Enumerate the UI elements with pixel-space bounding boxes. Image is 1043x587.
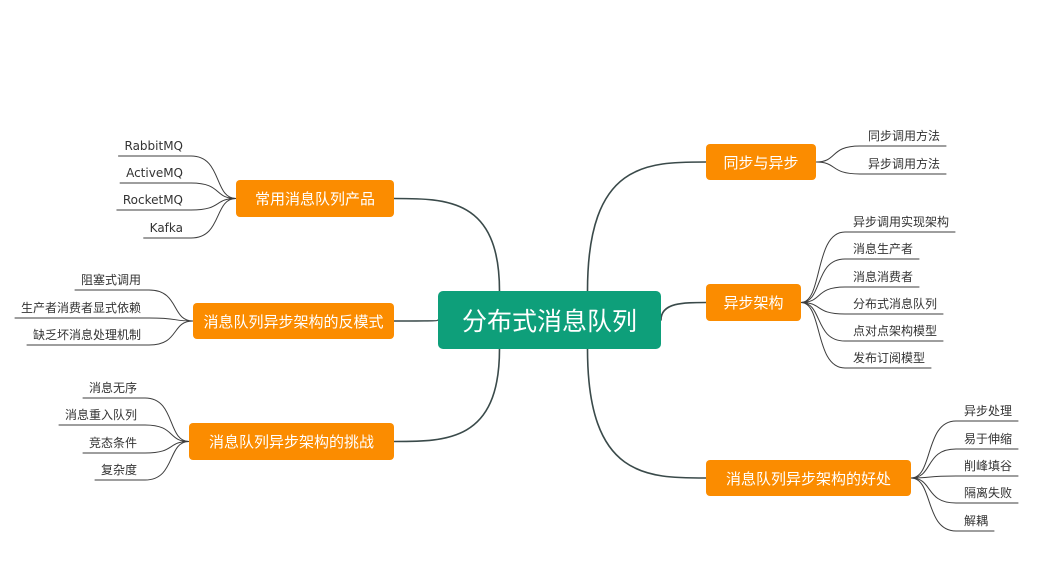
leaf-complexity[interactable]: 复杂度	[100, 463, 137, 477]
leaf-kafka[interactable]: Kafka	[149, 221, 183, 235]
leaf-unordered-messages[interactable]: 消息无序	[88, 381, 137, 395]
leaf-failure-isolation[interactable]: 隔离失败	[964, 486, 1013, 500]
leaf-distributed-mq[interactable]: 分布式消息队列	[853, 297, 938, 311]
connector-leaf-bad-message-handling	[26, 320, 194, 346]
connector-leaf-producer	[800, 258, 920, 303]
branch-mq-products[interactable]: 常用消息队列产品	[236, 180, 394, 217]
connector-leaf-activemq	[119, 182, 237, 199]
branch-async-benefits[interactable]: 消息队列异步架构的好处	[706, 460, 911, 496]
connector-leaf-blocking-call	[74, 289, 194, 322]
leaf-rocketmq[interactable]: RocketMQ	[122, 193, 183, 207]
leaf-sync-call[interactable]: 同步调用方法	[868, 129, 941, 143]
leaf-peak-shaving[interactable]: 削峰填谷	[964, 459, 1013, 473]
connector-leaf-async-call	[815, 161, 947, 175]
leaf-message-requeue[interactable]: 消息重入队列	[64, 408, 137, 422]
connector-leaf-race-condition	[82, 441, 190, 454]
connector-leaf-scalability	[910, 448, 1019, 479]
leaf-activemq[interactable]: ActiveMQ	[126, 166, 183, 180]
connector-leaf-async-impl	[800, 231, 956, 303]
connector-leaf-failure-isolation	[910, 477, 1019, 504]
connector-leaf-pubsub-model	[800, 302, 932, 369]
leaf-explicit-dependency[interactable]: 生产者消费者显式依赖	[20, 301, 141, 315]
branch-sync-async[interactable]: 同步与异步	[706, 144, 816, 180]
leaf-async-processing[interactable]: 异步处理	[964, 404, 1013, 418]
connector-leaf-consumer	[800, 286, 920, 303]
connector-leaf-unordered-messages	[82, 397, 190, 442]
connector-leaf-message-requeue	[58, 424, 190, 442]
connector-branch-sync-async	[586, 161, 707, 292]
leaf-blocking-call[interactable]: 阻塞式调用	[80, 273, 141, 287]
connector-leaf-peak-shaving	[910, 475, 1019, 479]
leaf-consumer[interactable]: 消息消费者	[853, 270, 914, 284]
leaf-rabbitmq[interactable]: RabbitMQ	[124, 139, 184, 153]
connector-leaf-rabbitmq	[118, 155, 237, 199]
connector-leaf-explicit-dependency	[14, 317, 194, 322]
connector-leaf-distributed-mq	[800, 302, 944, 315]
connector-branch-anti-patterns	[393, 319, 439, 322]
leaf-async-impl[interactable]: 异步调用实现架构	[853, 215, 950, 229]
leaf-bad-message-handling[interactable]: 缺乏坏消息处理机制	[32, 328, 141, 342]
connector-leaf-p2p-model	[800, 302, 944, 342]
connector-branch-async-benefits	[586, 348, 707, 479]
connector-leaf-kafka	[143, 198, 237, 239]
leaf-p2p-model[interactable]: 点对点架构模型	[853, 324, 938, 338]
branch-async-architecture[interactable]: 异步架构	[706, 284, 801, 321]
connector-branch-mq-products	[393, 197, 501, 292]
connector-branch-async-architecture	[660, 301, 707, 321]
leaf-scalability[interactable]: 易于伸缩	[964, 432, 1013, 446]
connector-leaf-complexity	[94, 441, 190, 481]
leaf-decoupling[interactable]: 解耦	[964, 514, 989, 528]
connector-leaf-sync-call	[815, 145, 947, 163]
connector-leaf-decoupling	[910, 477, 995, 532]
connector-leaf-async-processing	[910, 420, 1019, 479]
connector-leaf-rocketmq	[116, 198, 237, 211]
central-topic[interactable]: 分布式消息队列	[438, 291, 661, 349]
connector-branch-challenges	[393, 348, 501, 443]
branch-challenges[interactable]: 消息队列异步架构的挑战	[189, 423, 394, 460]
leaf-race-condition[interactable]: 竞态条件	[88, 436, 137, 450]
leaf-async-call[interactable]: 异步调用方法	[868, 157, 941, 171]
leaf-pubsub-model[interactable]: 发布订阅模型	[853, 351, 926, 365]
leaf-producer[interactable]: 消息生产者	[853, 242, 914, 256]
branch-anti-patterns[interactable]: 消息队列异步架构的反模式	[193, 303, 394, 339]
